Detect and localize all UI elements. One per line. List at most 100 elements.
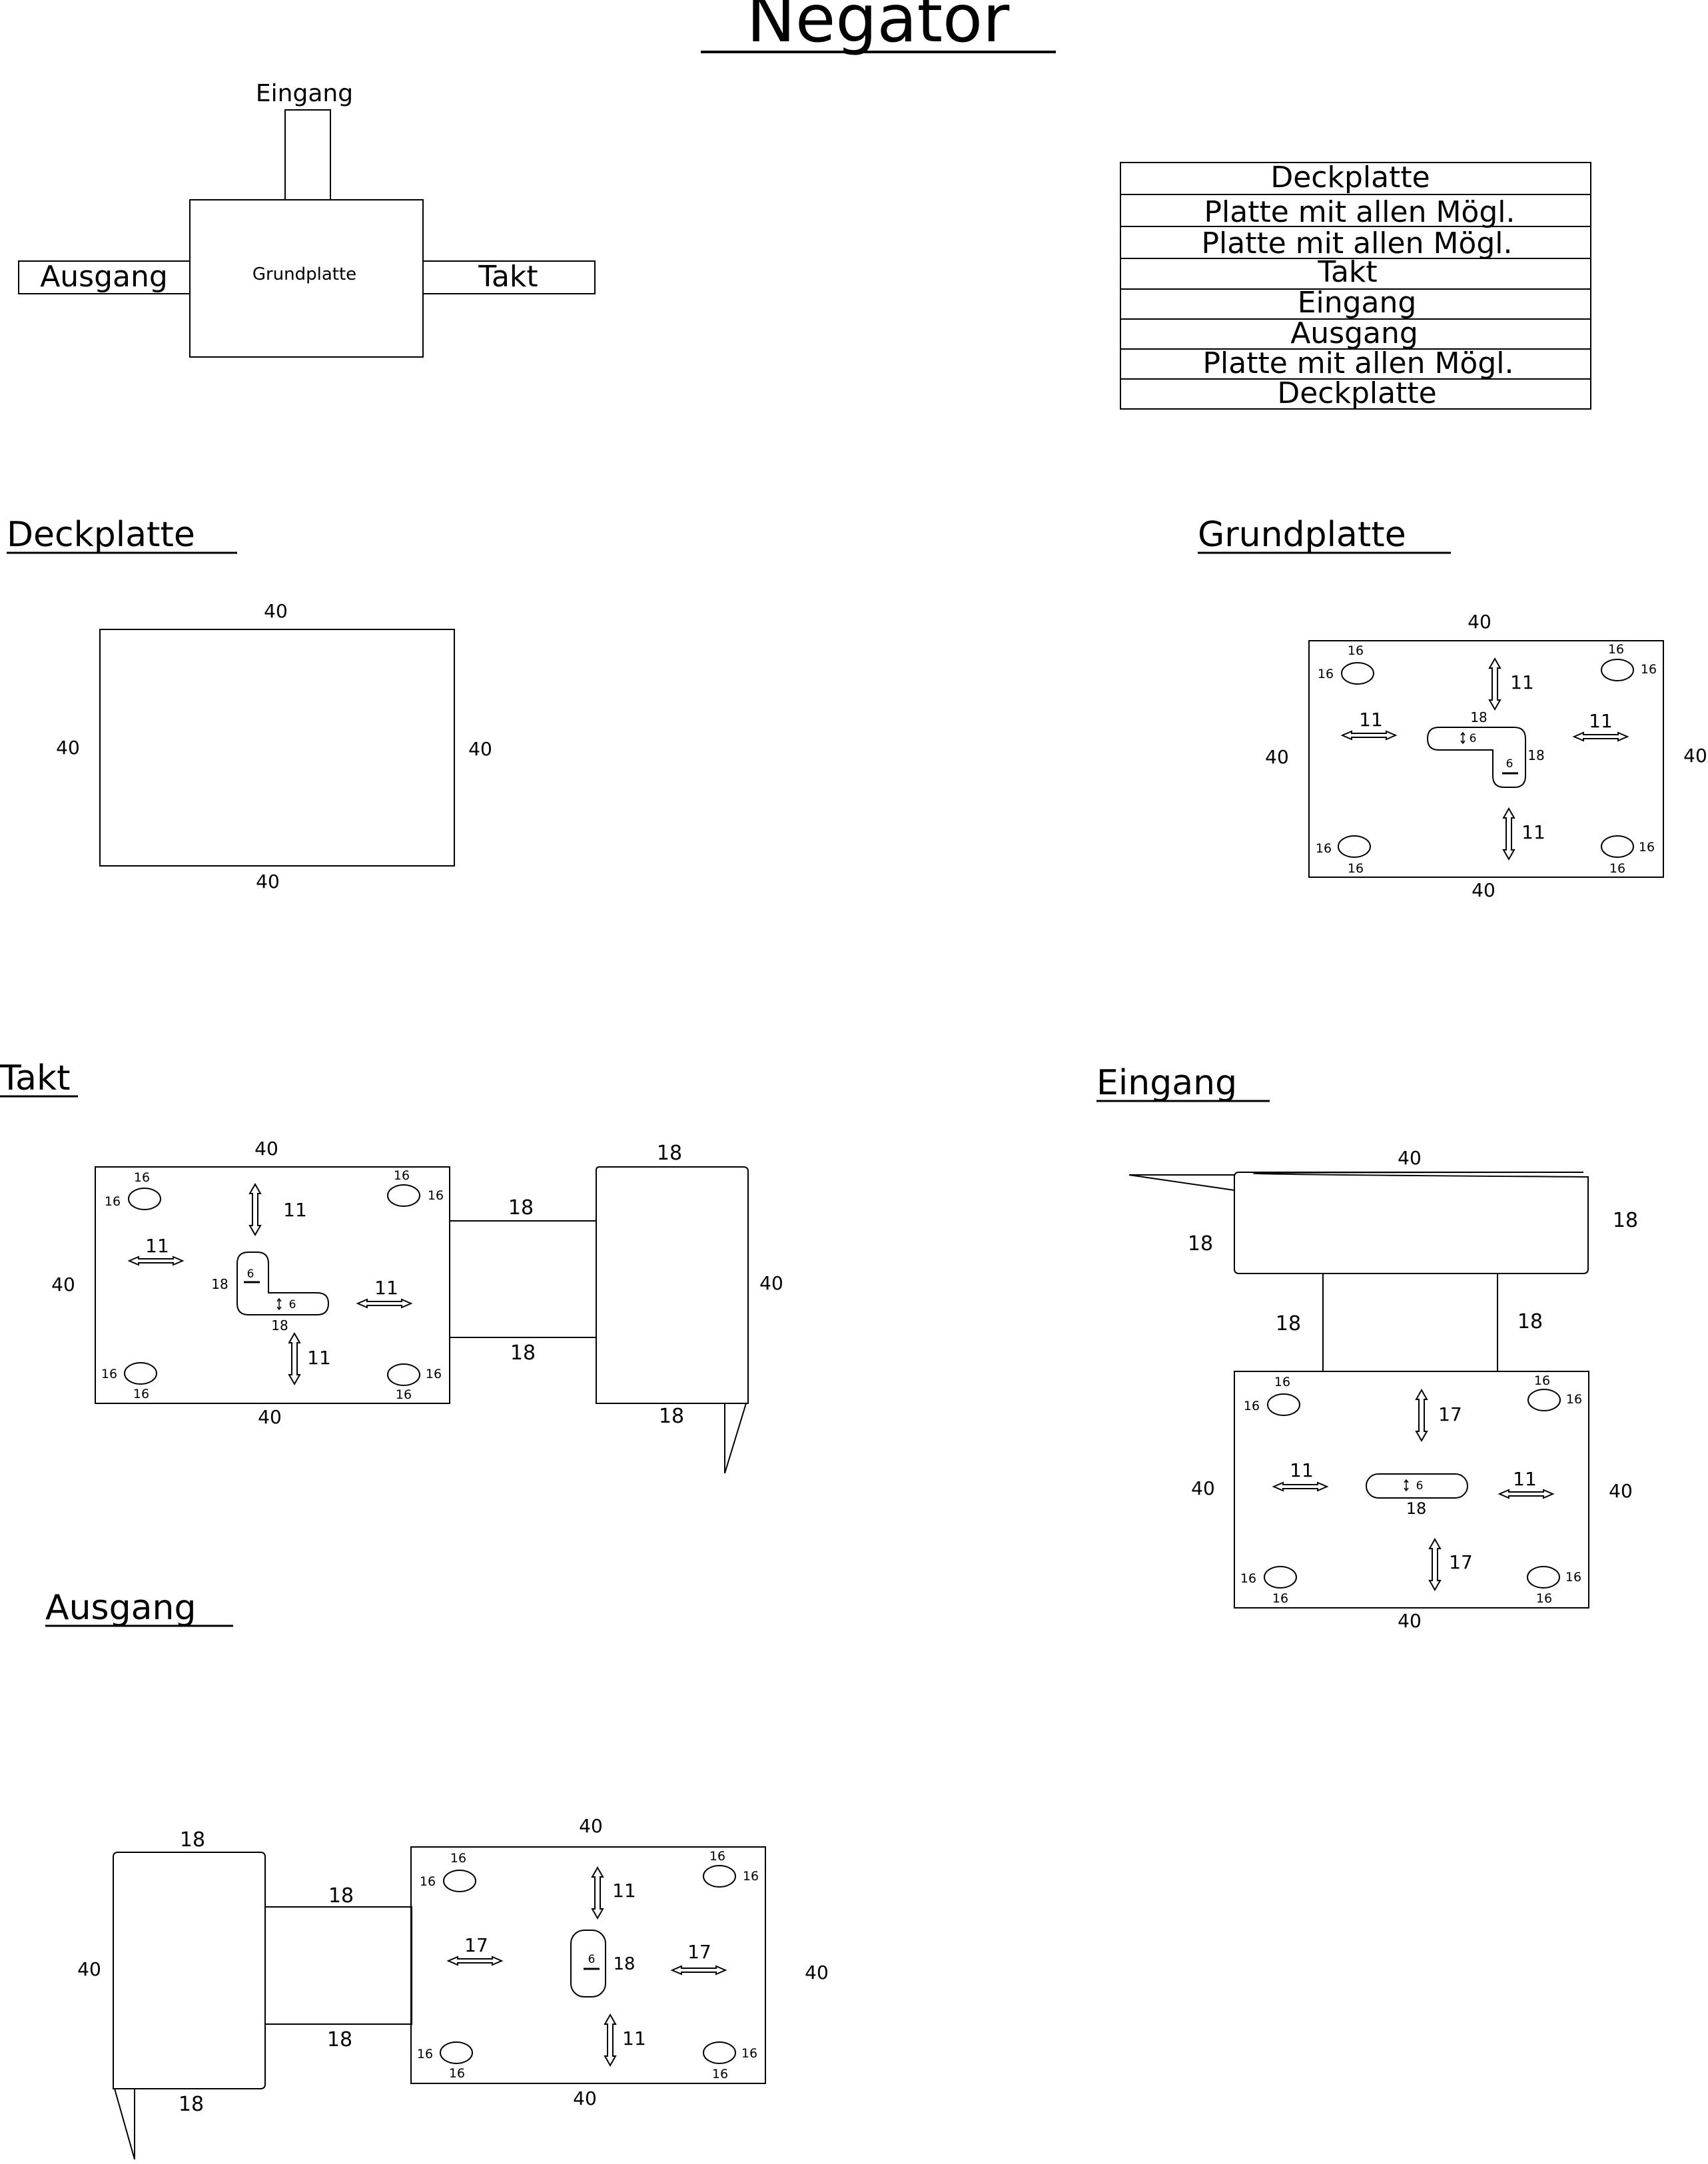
section-eingang: Eingang 40 18 18 18 18 40 40 40 16 16 16… (1096, 1063, 1638, 1632)
mounting-hole (1601, 835, 1634, 858)
eingang-end-block (1234, 1172, 1589, 1274)
hole-dimension: 16 (1565, 1570, 1581, 1585)
arrow-dimension: 17 (687, 1941, 711, 1963)
takt-connector (449, 1220, 597, 1338)
hole-dimension: 16 (743, 1869, 759, 1884)
hole-dimension: 16 (449, 2066, 465, 2081)
ausgang-plate (410, 1846, 766, 2084)
channel-dimension: 18 (613, 1954, 635, 1974)
mounting-hole (128, 1188, 161, 1210)
mounting-hole (387, 1184, 420, 1207)
channel-dimension: 18 (1470, 709, 1487, 725)
dimension-label: 18 (657, 1142, 682, 1165)
hole-dimension: 16 (1639, 840, 1655, 855)
eingang-connector (1322, 1273, 1498, 1372)
page-title: Negator (747, 0, 1010, 57)
arrow-dimension: 11 (1359, 709, 1383, 731)
arrow-dimension: 17 (1449, 1551, 1473, 1573)
mounting-hole (1267, 1393, 1300, 1416)
dimension-label: 18 (1517, 1310, 1543, 1333)
hole-dimension: 16 (1274, 1375, 1290, 1389)
section-grundplatte: Grundplatte 40 40 40 40 16 16 16 16 16 1… (1198, 515, 1707, 901)
mounting-hole (387, 1363, 420, 1386)
hole-dimension: 16 (709, 1849, 725, 1864)
layer-row: Ausgang (1290, 316, 1418, 350)
mounting-hole (1601, 659, 1634, 681)
hole-dimension: 16 (1240, 1571, 1256, 1586)
dimension-label: 18 (1276, 1312, 1301, 1335)
hole-dimension: 16 (1608, 642, 1624, 657)
hole-dimension: 16 (105, 1194, 121, 1209)
ausgang-end-block (113, 1852, 266, 2089)
dimension-label: 40 (1398, 1610, 1422, 1632)
mounting-hole (124, 1362, 157, 1385)
dimension-label: 18 (180, 1828, 205, 1852)
hole-dimension: 16 (1534, 1373, 1550, 1388)
mounting-hole (443, 1870, 476, 1892)
straight-channel (1366, 1473, 1468, 1499)
section-heading: Grundplatte (1198, 515, 1406, 555)
dimension-label: 40 (579, 1815, 603, 1837)
channel-dimension: 18 (1527, 747, 1544, 763)
overview-ausgang-label: Ausgang (40, 260, 168, 294)
hole-dimension: 16 (101, 1367, 117, 1381)
section-heading: Ausgang (45, 1588, 196, 1628)
arrow-dimension: 11 (1513, 1468, 1537, 1490)
mounting-hole (1341, 662, 1374, 685)
layer-row: Deckplatte (1277, 376, 1436, 410)
dimension-label: 40 (254, 1138, 278, 1160)
hole-dimension: 16 (396, 1387, 412, 1402)
arrow-dimension: 11 (374, 1277, 398, 1299)
hole-dimension: 16 (1316, 841, 1332, 856)
dimension-label: 40 (1265, 746, 1289, 768)
channel-dimension: 18 (211, 1276, 228, 1292)
layer-row: Platte mit allen Mögl. (1203, 346, 1514, 380)
l-channel (236, 1252, 330, 1315)
mounting-hole (1264, 1566, 1297, 1589)
channel-dimension: 18 (271, 1317, 288, 1333)
hole-dimension: 16 (450, 1851, 466, 1866)
hole-dimension: 16 (134, 1170, 150, 1185)
dimension-label: 40 (573, 2087, 597, 2109)
dimension-label: 18 (328, 1884, 354, 1908)
deckplatte-plate (99, 629, 455, 867)
dimension-label: 18 (659, 1405, 684, 1428)
hole-dimension: 16 (741, 2046, 757, 2061)
overview-eingang-label: Eingang (256, 80, 353, 107)
hole-dimension: 16 (1536, 1591, 1552, 1606)
hole-dimension: 16 (1348, 861, 1364, 876)
dimension-label: 40 (1683, 745, 1707, 767)
arrow-dimension: 11 (1589, 710, 1613, 732)
layer-row: Eingang (1298, 286, 1417, 320)
overview-ausgang-block (18, 260, 191, 294)
arrow-dimension: 11 (145, 1235, 169, 1257)
dimension-label: 40 (1191, 1477, 1215, 1499)
dimension-label: 40 (56, 737, 80, 759)
mounting-hole (440, 2041, 473, 2064)
overview-takt-block (422, 260, 596, 294)
ausgang-end-block-tip (114, 2088, 135, 2160)
dimension-label: 40 (1609, 1480, 1633, 1502)
channel-dimension: 18 (1406, 1499, 1427, 1518)
dimension-label: 40 (258, 1406, 282, 1428)
channel-dimension: 6 (588, 1953, 596, 1966)
overview-grundplatte-label: Grundplatte (252, 264, 356, 284)
dimension-label: 18 (508, 1196, 534, 1220)
dimension-label: 40 (759, 1272, 783, 1294)
channel-dimension: 6 (1470, 732, 1477, 745)
arrow-dimension: 11 (1510, 671, 1534, 693)
mounting-hole (1338, 835, 1371, 858)
dimension-label: 40 (77, 1958, 101, 1980)
dimension-label: 18 (510, 1341, 536, 1365)
mounting-hole (1527, 1566, 1560, 1589)
hole-dimension: 16 (1348, 643, 1364, 658)
section-takt: Takt 40 40 40 16 16 16 16 16 16 16 16 18… (0, 1058, 783, 1474)
dimension-label: 40 (264, 600, 288, 622)
hole-dimension: 16 (426, 1367, 442, 1381)
hole-dimension: 16 (1641, 662, 1657, 677)
hole-dimension: 16 (394, 1168, 410, 1183)
hole-dimension: 16 (1272, 1591, 1288, 1606)
arrow-dimension: 11 (283, 1199, 307, 1221)
